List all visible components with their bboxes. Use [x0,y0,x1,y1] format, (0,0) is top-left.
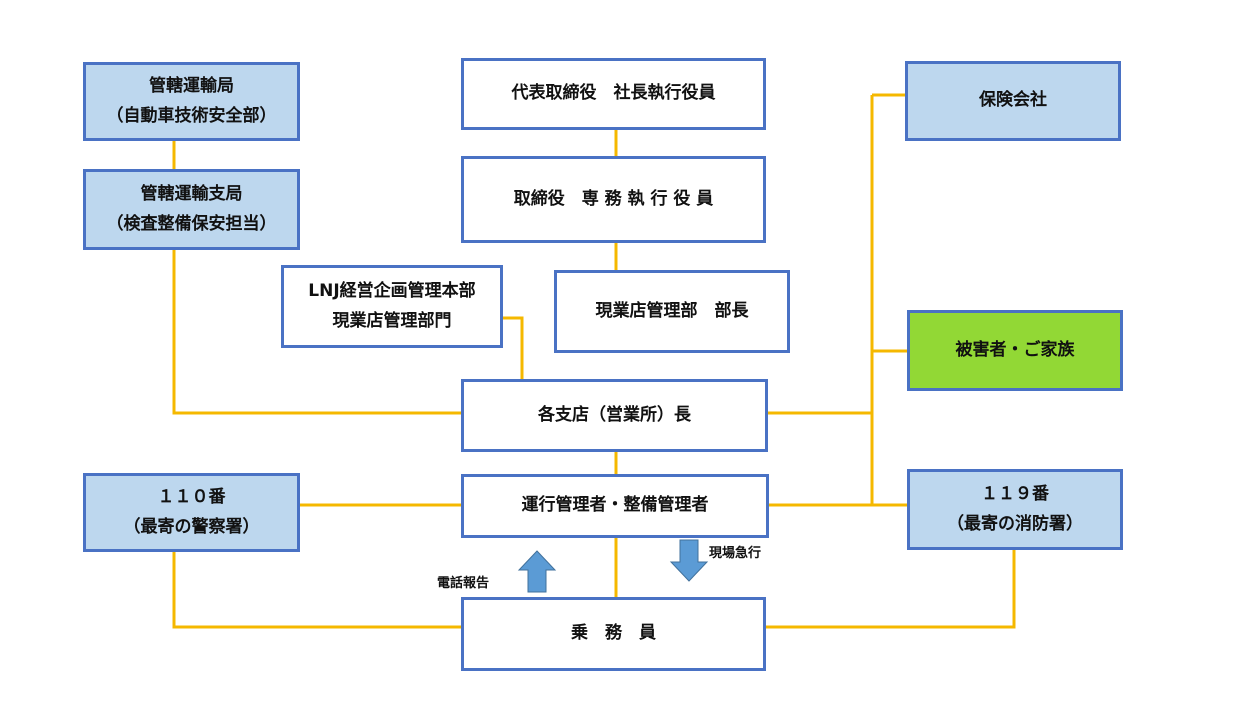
connector-line [764,548,1016,629]
insurance-box: 保険会社 [905,61,1121,141]
director-box: 取締役 専 務 執 行 役 員 [461,156,766,243]
crew-box: 乗 務 員 [461,597,766,671]
fire-line2: （最寄の消防署） [947,513,1083,534]
arrow-up-icon [517,550,557,593]
transport-branch-box: 管轄運輸支局 （検査整備保安担当） [83,169,300,250]
director-title: 取締役 専 務 執 行 役 員 [513,188,714,209]
connector-line [172,550,463,629]
insurance-title: 保険会社 [979,90,1047,111]
crew-title: 乗 務 員 [571,623,656,644]
police-line2: （最寄の警察署） [123,516,260,537]
hq-division-line2: 現業店管理部門 [332,310,452,331]
police-box: １１０番 （最寄の警察署） [83,473,300,552]
operations-manager-title: 運行管理者・整備管理者 [521,495,709,516]
hq-division-line1: LNJ経営企画管理本部 [308,280,476,301]
transport-branch-line2: （検査整備保安担当） [106,213,277,234]
connector-line [501,316,524,381]
branch-manager-box: 各支店（営業所）長 [461,379,768,452]
rush-to-scene-label: 現場急行 [709,546,762,561]
victims-title: 被害者・ご家族 [955,339,1075,360]
transport-branch-line1: 管轄運輸支局 [140,183,243,204]
hq-division-box: LNJ経営企画管理本部 現業店管理部門 [281,265,503,348]
president-title: 代表取締役 社長執行役員 [511,83,716,104]
dept-head-box: 現業店管理部 部長 [554,270,790,353]
branch-manager-title: 各支店（営業所）長 [538,404,691,425]
arrow-down-icon [669,539,709,582]
fire-box: １１９番 （最寄の消防署） [907,469,1123,550]
phone-report-label: 電話報告 [437,576,490,591]
connector-line [172,248,463,415]
fire-line1: １１９番 [981,483,1049,504]
transport-bureau-line1: 管轄運輸局 [149,75,234,96]
police-line1: １１０番 [157,486,226,507]
transport-bureau-line2: （自動車技術安全部） [106,105,277,126]
operations-manager-box: 運行管理者・整備管理者 [461,474,769,538]
president-box: 代表取締役 社長執行役員 [461,58,766,130]
dept-head-title: 現業店管理部 部長 [595,300,749,321]
transport-bureau-box: 管轄運輸局 （自動車技術安全部） [83,62,300,141]
victims-box: 被害者・ご家族 [907,310,1123,391]
